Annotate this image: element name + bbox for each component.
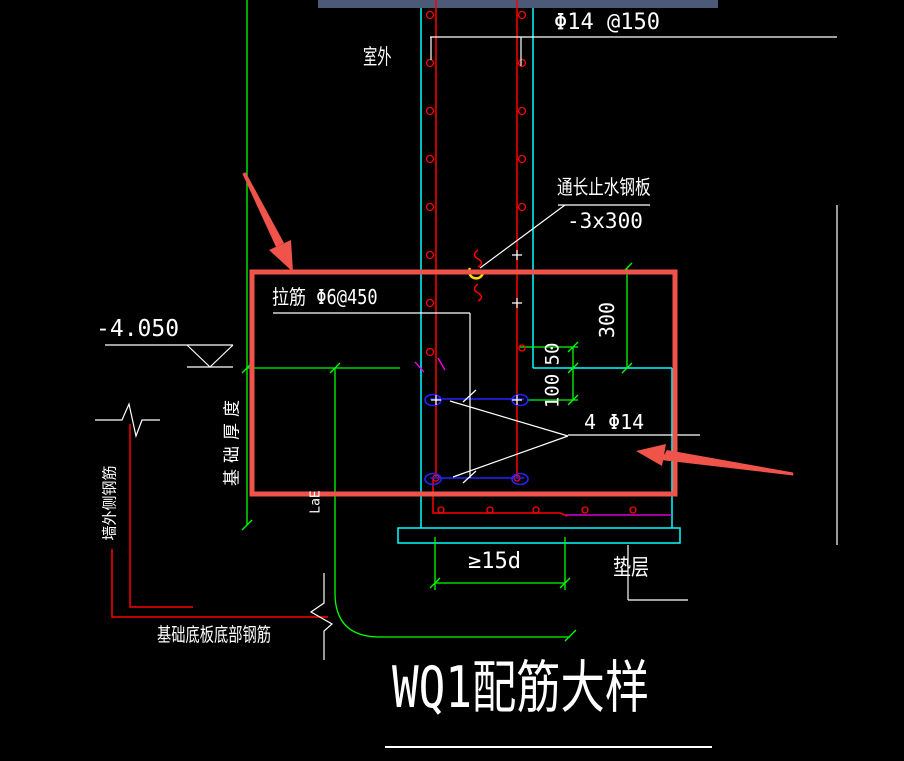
tie-bar-label: 拉筋 Φ6@450 (272, 285, 378, 309)
dim-300-label: 300 (595, 301, 619, 339)
wall-rebar-label: Φ14 @150 (554, 10, 660, 35)
dim-50-label: 50 (541, 342, 564, 366)
annotation-arrow-right (636, 444, 794, 476)
footing-tie-bars-label: 4 Φ14 (584, 410, 645, 434)
bedding-layer-label: 垫层 (613, 556, 650, 581)
waterstop-size-label: -3x300 (567, 209, 643, 233)
horizontal-scrollbar-thumb[interactable] (318, 0, 718, 8)
highlight-box (249, 269, 678, 497)
foundation-thickness-label: 基础厚度 (222, 394, 243, 486)
bend-length-label: ≥15d (468, 549, 521, 574)
drawing-title: WQ1配筋大样 (392, 654, 650, 721)
annotation-arrow-top-left (242, 172, 293, 272)
dim-100-label: 100 (541, 373, 564, 409)
foundation-bottom-rebar-label: 基础底板底部钢筋 (157, 624, 272, 646)
outdoor-label: 室外 (363, 45, 392, 69)
anchorage-note-label: LaE (308, 490, 324, 514)
wall-outer-rebar-label: 墙外侧钢筋 (100, 465, 119, 541)
elevation-label: -4.050 (96, 316, 180, 342)
waterstop-name-label: 通长止水钢板 (557, 175, 651, 199)
